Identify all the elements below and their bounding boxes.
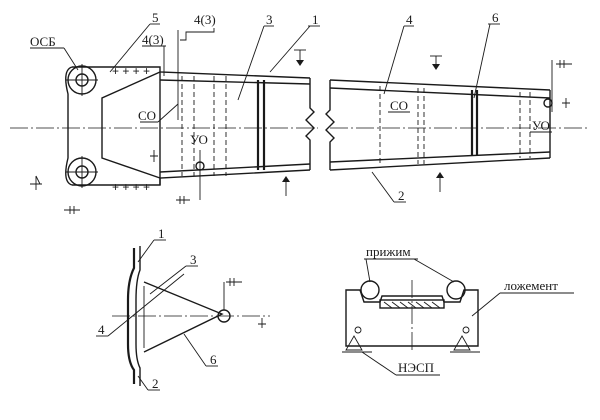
- weld-marks-top: + + + +: [112, 64, 150, 78]
- leader-prizhim-r: [413, 258, 455, 283]
- support-symbol-mid: [150, 150, 158, 162]
- leader-lozhement: [471, 292, 501, 317]
- label-lozhement: ложемент: [504, 278, 558, 293]
- beam-inner-plate: [101, 71, 161, 179]
- beam-outer-bottom: [72, 169, 311, 186]
- beam-right-bottom-inner: [329, 151, 551, 163]
- leader-ref-top: [180, 28, 215, 41]
- callout-1: 1: [312, 12, 319, 27]
- label-prizhim: прижим: [366, 244, 411, 259]
- section-callout-3: 3: [190, 252, 197, 267]
- flange-top-inner: [159, 79, 311, 85]
- s-leader-4: [107, 273, 185, 337]
- beam-left-section: + + + + + + + +: [10, 64, 318, 194]
- section-ref-symbol: [226, 278, 242, 286]
- section-triangle: [143, 281, 224, 353]
- s-leader-2: [137, 375, 149, 391]
- fixture-view: [342, 280, 480, 353]
- locator-symbols-main: [30, 49, 572, 214]
- beam-right-section: [325, 79, 590, 171]
- pin-right: [462, 326, 470, 334]
- support-arrow-bottom-1: [282, 176, 290, 182]
- s-leader-3: [149, 265, 187, 295]
- base-support-left: [345, 335, 363, 351]
- s-leader-6: [183, 333, 207, 367]
- label-osb: ОСБ: [30, 34, 56, 49]
- section-callout-4: 4: [98, 322, 105, 337]
- label-so-left: СО: [138, 108, 156, 123]
- callout-5: 5: [152, 10, 159, 25]
- leader-osb: [63, 47, 79, 71]
- section-side-symbol: [258, 318, 266, 328]
- support-symbol-right-top: [556, 60, 572, 68]
- label-uo-left: УО: [190, 132, 208, 147]
- clamp-right: [446, 280, 466, 300]
- beam-right-bottom: [329, 157, 551, 171]
- section-view-beam: [112, 246, 270, 386]
- leader-nesp: [361, 351, 397, 376]
- section-flange-2: [135, 246, 141, 386]
- label-so-right: СО: [390, 98, 408, 113]
- break-line-left: [305, 78, 315, 170]
- weld-marks-bottom: + + + +: [112, 180, 150, 194]
- callout-2: 2: [398, 188, 405, 203]
- support-symbol-left: [30, 175, 42, 190]
- beam-right-top: [329, 79, 551, 91]
- section-callout-6: 6: [210, 352, 217, 367]
- label-uo-right: УО: [532, 118, 550, 133]
- support-symbol-uo-left: [176, 196, 190, 204]
- s-leader-1: [137, 239, 155, 263]
- clamp-arrow-top-1: [296, 60, 304, 66]
- section-callout-2: 2: [152, 376, 159, 391]
- support-symbol-right-mid: [562, 98, 570, 108]
- leader-1: [269, 25, 311, 73]
- leader-prizhim-l: [365, 258, 371, 283]
- leader-so-left: [157, 103, 179, 123]
- beam-end-left: [65, 66, 73, 186]
- callout-6: 6: [492, 10, 499, 25]
- clamp-arrow-top-2: [432, 64, 440, 70]
- pin-left: [354, 326, 362, 334]
- leader-6: [473, 23, 491, 99]
- clamp-left: [360, 280, 380, 300]
- break-line-right: [325, 80, 335, 170]
- beam-outer-top: [72, 66, 311, 79]
- leader-5: [109, 23, 151, 73]
- section-flange-1: [126, 248, 136, 384]
- label-nesp: НЭСП: [398, 360, 434, 375]
- hole-right: [543, 98, 553, 108]
- leader-4: [383, 25, 405, 95]
- label-ref-top: 4(3): [194, 12, 216, 27]
- section-callout-1: 1: [158, 226, 165, 241]
- leader-2: [371, 171, 395, 203]
- label-ref-mid: 4(3): [142, 32, 164, 47]
- base-support-right: [453, 335, 471, 351]
- callout-3: 3: [266, 12, 273, 27]
- callout-4: 4: [406, 12, 413, 27]
- beam-right-top-inner: [329, 87, 551, 99]
- workpiece-hatch: [383, 301, 441, 309]
- leader-3: [237, 25, 265, 101]
- flange-bottom-inner: [159, 163, 311, 173]
- support-symbol-bottom-left: [64, 206, 80, 214]
- support-arrow-bottom-2: [436, 172, 444, 178]
